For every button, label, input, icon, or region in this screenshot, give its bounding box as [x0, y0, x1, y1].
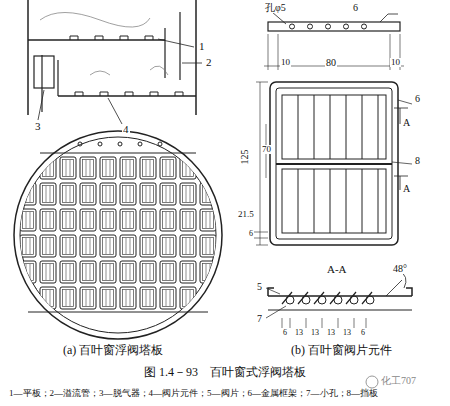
dimension-label: 6	[282, 329, 288, 337]
dimension-label: 8	[414, 156, 421, 166]
dimension-label: 48°	[392, 264, 408, 274]
dimension-label: 孔φ5	[264, 3, 287, 13]
dimension-label: 4	[122, 124, 130, 135]
dimension-label: 6	[414, 94, 421, 104]
dimension-label: 6	[248, 230, 254, 238]
dimension-label: 80	[325, 58, 337, 68]
dimension-label: 13	[294, 329, 304, 337]
dimension-label: 13	[326, 329, 336, 337]
dimension-label: 10	[390, 58, 401, 67]
dimension-label: 13	[342, 329, 352, 337]
dimension-label: (b) 百叶窗阀片元件	[290, 344, 393, 356]
dimension-label: 5	[256, 282, 263, 292]
dimension-label: 13	[310, 329, 320, 337]
dimension-label: 21.5	[237, 210, 255, 219]
dimension-label: 6	[352, 3, 359, 13]
dimension-label: 2	[205, 57, 213, 68]
watermark: 化工707	[380, 376, 417, 386]
dimension-label: 6	[360, 329, 366, 337]
dimension-label: 10	[280, 58, 291, 67]
dimension-label: 125	[240, 149, 250, 166]
dimension-label: A-A	[326, 264, 348, 275]
dimension-label: A	[402, 118, 411, 128]
figure-caption: 图 1.4－93 百叶窗式浮阀塔板	[144, 366, 306, 378]
dimension-label: 7	[256, 314, 263, 324]
dimension-label: 70	[261, 145, 272, 154]
dimension-label: 1	[198, 41, 206, 52]
dimension-label: 3	[34, 121, 42, 132]
legend-note: 1—平板；2—溢流管；3—脱气器；4—阀片元件；5—阀片；6—金属框架；7—小孔…	[8, 389, 379, 398]
dimension-label: A	[402, 184, 411, 194]
dimension-label: (a) 百叶窗浮阀塔板	[62, 344, 164, 356]
